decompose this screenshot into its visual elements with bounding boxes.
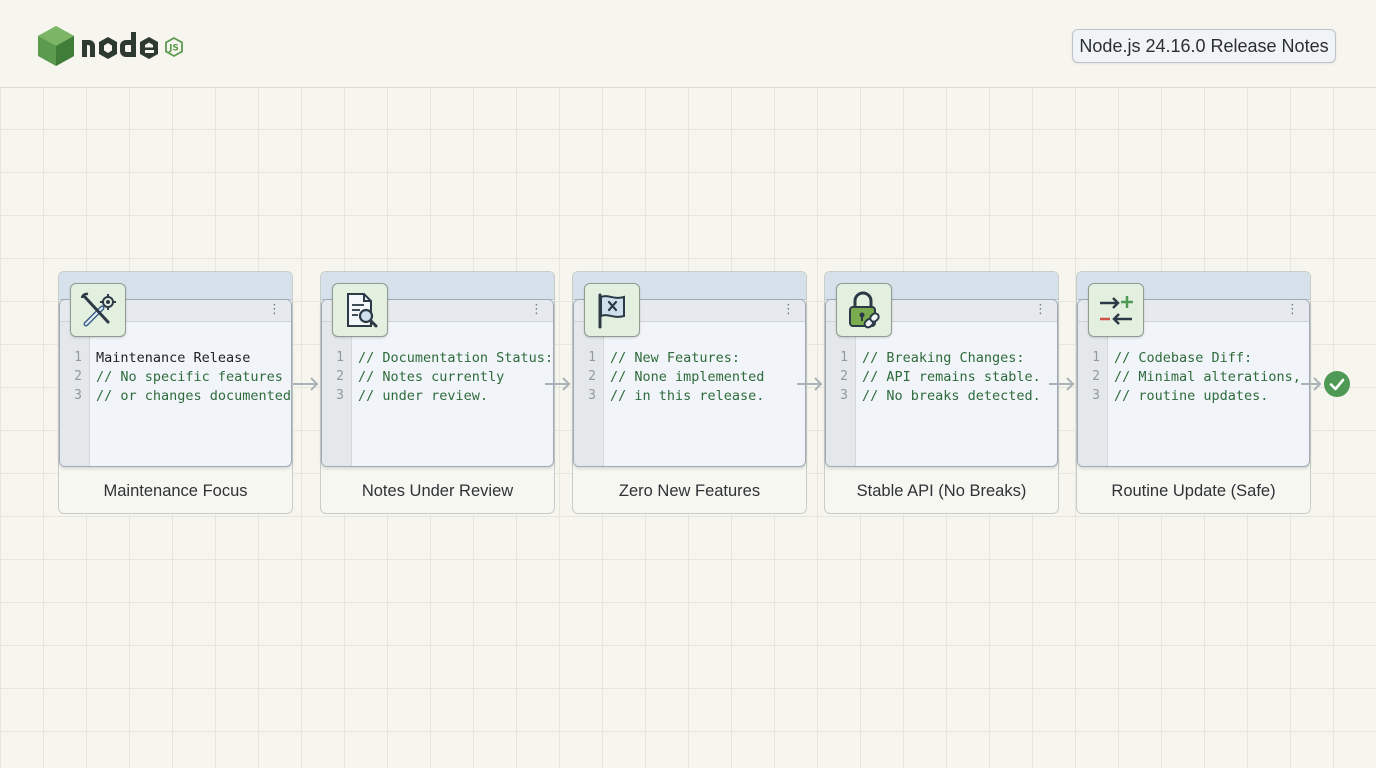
code-editor: ⋮ 1 // New Features: 2 // None implemented… [573, 299, 806, 467]
step-card-maintenance[interactable]: ⋮ 1 Maintenance Release 2 // No specific f… [58, 271, 293, 514]
nodejs-logo-icon[interactable]: JS [37, 24, 187, 68]
check-circle-icon [1324, 371, 1350, 397]
line-number: 1 [74, 350, 82, 365]
code-comment: // in this release. [610, 388, 765, 404]
code-comment: // Minimal alterations, [1114, 369, 1301, 385]
code-line: 3 // routine updates. [1078, 388, 1309, 407]
header: JS Node.js 24.16.0 Release Notes [0, 0, 1376, 88]
code-comment: // Breaking Changes: [862, 350, 1025, 366]
lock-link-icon [836, 283, 892, 337]
code-line: 1 // Codebase Diff: [1078, 350, 1309, 369]
arrow-right-icon [797, 377, 823, 391]
code-line: 3 // or changes documented. [60, 388, 291, 407]
code-comment: // None implemented [610, 369, 765, 385]
code-line: 3 // No breaks detected. [826, 388, 1057, 407]
arrow-right-icon [1301, 377, 1322, 391]
more-options-icon[interactable]: ⋮ [1286, 302, 1299, 317]
step-caption: Stable API (No Breaks) [856, 482, 1027, 500]
line-number: 2 [74, 369, 82, 384]
code-line: 1 // Breaking Changes: [826, 350, 1057, 369]
line-gutter [826, 322, 856, 466]
code-comment: // No breaks detected. [862, 388, 1041, 404]
code-editor: ⋮ 1 Maintenance Release 2 // No specific f… [59, 299, 292, 467]
more-options-icon[interactable]: ⋮ [268, 302, 281, 317]
line-number: 3 [336, 388, 344, 403]
step-card-routine-update[interactable]: ⋮ 1 // Codebase Diff: 2 // Minimal alterat… [1076, 271, 1311, 514]
more-options-icon[interactable]: ⋮ [530, 302, 543, 317]
code-line: 1 // Documentation Status: [322, 350, 553, 369]
line-number: 3 [1092, 388, 1100, 403]
line-number: 1 [840, 350, 848, 365]
line-number: 2 [1092, 369, 1100, 384]
code-comment: // No specific features [96, 369, 283, 385]
code-line: 3 // under review. [322, 388, 553, 407]
svg-text:JS: JS [168, 44, 179, 54]
step-card-notes-review[interactable]: ⋮ 1 // Documentation Status: 2 // Notes cu… [320, 271, 555, 514]
step-caption: Routine Update (Safe) [1111, 482, 1276, 500]
line-number: 2 [336, 369, 344, 384]
code-text: Maintenance Release [96, 350, 251, 366]
code-comment: // Documentation Status: [358, 350, 554, 366]
line-number: 3 [74, 388, 82, 403]
more-options-icon[interactable]: ⋮ [782, 302, 795, 317]
line-gutter [1078, 322, 1108, 466]
step-caption: Notes Under Review [361, 482, 514, 500]
code-line: 1 Maintenance Release [60, 350, 291, 369]
step-caption: Maintenance Focus [103, 482, 248, 500]
code-comment: // Codebase Diff: [1114, 350, 1253, 366]
code-line: 2 // API remains stable. [826, 369, 1057, 388]
code-comment: // under review. [358, 388, 489, 404]
line-gutter [574, 322, 604, 466]
line-number: 1 [336, 350, 344, 365]
code-comment: // Notes currently [358, 369, 505, 385]
line-number: 1 [1092, 350, 1100, 365]
arrow-right-icon [545, 377, 571, 391]
code-comment: // API remains stable. [862, 369, 1041, 385]
step-card-zero-features[interactable]: ⋮ 1 // New Features: 2 // None implemented… [572, 271, 807, 514]
code-line: 1 // New Features: [574, 350, 805, 369]
code-comment: // New Features: [610, 350, 741, 366]
line-gutter [60, 322, 90, 466]
release-title-badge[interactable]: Node.js 24.16.0 Release Notes [1072, 29, 1336, 63]
line-number: 3 [588, 388, 596, 403]
code-line: 2 // Minimal alterations, [1078, 369, 1309, 388]
line-number: 3 [840, 388, 848, 403]
line-number: 2 [588, 369, 596, 384]
wrench-gear-icon [70, 283, 126, 337]
step-card-stable-api[interactable]: ⋮ 1 // Breaking Changes: 2 // API remains … [824, 271, 1059, 514]
document-search-icon [332, 283, 388, 337]
step-caption: Zero New Features [618, 482, 761, 500]
line-number: 1 [588, 350, 596, 365]
flag-x-icon [584, 283, 640, 337]
code-line: 2 // Notes currently [322, 369, 553, 388]
code-line: 2 // None implemented [574, 369, 805, 388]
line-gutter [322, 322, 352, 466]
line-number: 2 [840, 369, 848, 384]
more-options-icon[interactable]: ⋮ [1034, 302, 1047, 317]
arrow-right-icon [1049, 377, 1075, 391]
arrow-right-icon [293, 377, 319, 391]
code-line: 2 // No specific features [60, 369, 291, 388]
code-comment: // routine updates. [1114, 388, 1269, 404]
diff-arrows-icon [1088, 283, 1144, 337]
code-comment: // or changes documented. [96, 388, 292, 404]
code-line: 3 // in this release. [574, 388, 805, 407]
